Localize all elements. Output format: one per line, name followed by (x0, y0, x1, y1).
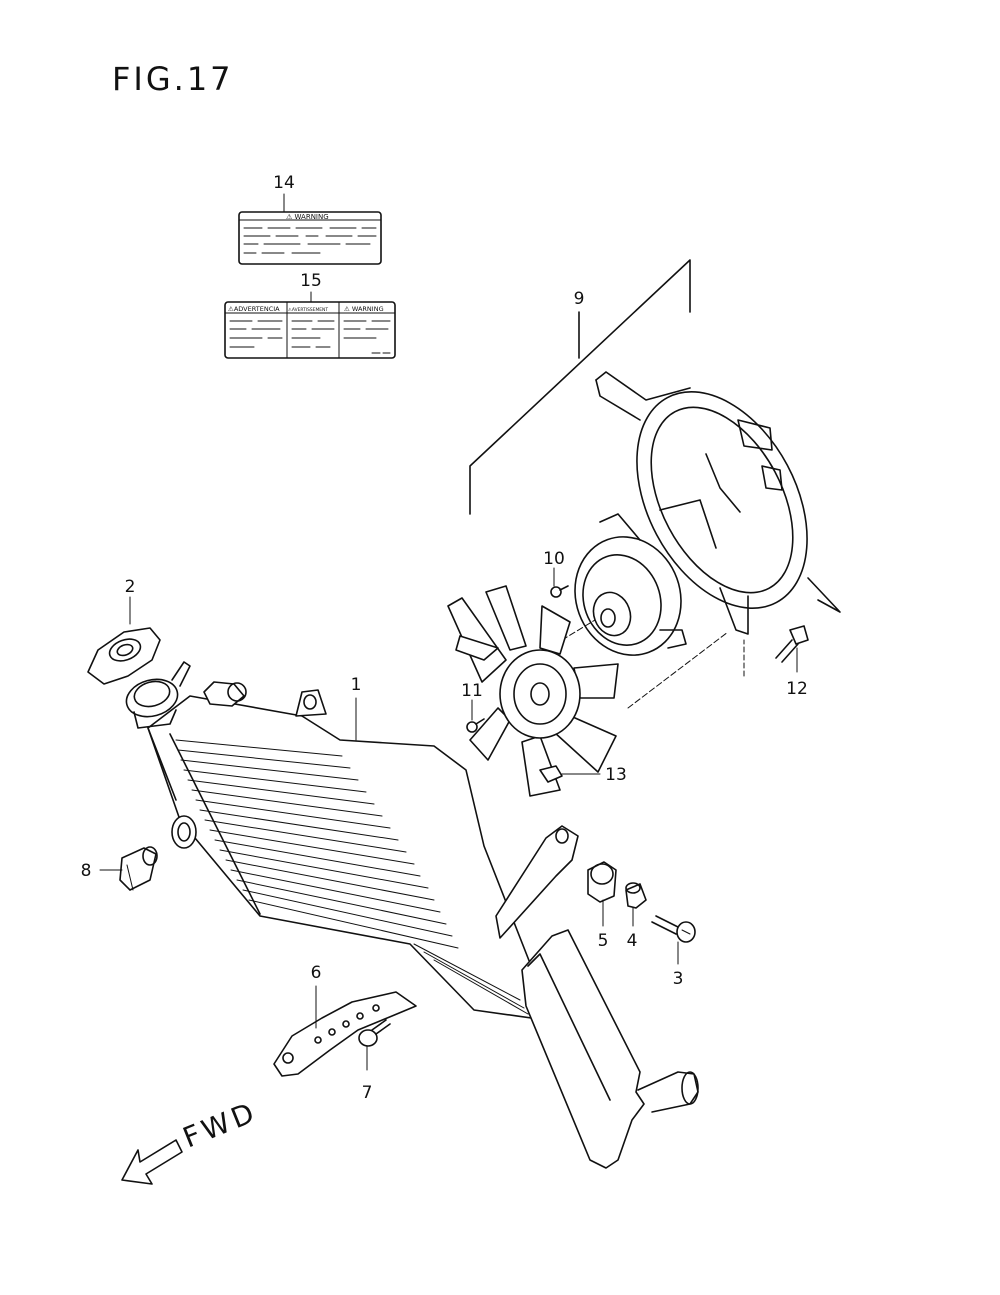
callout-12: 12 (786, 679, 808, 699)
arrow-down-left-icon (121, 1139, 183, 1185)
callout-2: 2 (125, 577, 136, 597)
callout-8: 8 (81, 861, 92, 881)
radiator-core[interactable] (147, 681, 699, 1169)
fan-assembly-bracket: 9 (469, 259, 691, 515)
radiator-fins (175, 739, 529, 1015)
radiator-cap[interactable]: 2 (87, 577, 161, 685)
clip-nut-13[interactable]: 13 (539, 765, 627, 785)
fan-shroud[interactable] (595, 363, 842, 637)
callout-11: 11 (461, 681, 483, 701)
callout-15: 15 (300, 271, 322, 291)
bolt-12[interactable]: 12 (775, 625, 809, 699)
forward-direction-indicator: FWD (121, 1095, 262, 1185)
warning-label-14-header: ⚠ WARNING (286, 213, 329, 221)
callout-3: 3 (673, 969, 684, 989)
warning-label-15-header-mid: ⚠AVERTISSEMENT (288, 307, 328, 313)
drain-plug[interactable]: 8 (81, 846, 158, 891)
bracket-6[interactable]: 6 (273, 963, 417, 1077)
screw-10[interactable]: 10 (543, 549, 569, 598)
callout-14: 14 (273, 173, 295, 193)
callout-4: 4 (627, 931, 638, 951)
callout-9: 9 (574, 289, 585, 309)
bolt-7[interactable]: 7 (358, 1019, 391, 1103)
warning-label-15-header-right: ⚠ WARNING (344, 305, 384, 313)
callout-13: 13 (605, 765, 627, 785)
callout-1: 1 (351, 675, 362, 695)
fan-motor[interactable] (559, 513, 745, 709)
callout-6: 6 (311, 963, 322, 983)
grommet-5[interactable]: 5 (587, 861, 617, 951)
fan-blade[interactable] (447, 585, 619, 797)
warning-label-15-text-lines (229, 320, 391, 354)
warning-label-14[interactable]: 14 ⚠ WARNING (238, 173, 382, 265)
callout-7: 7 (362, 1083, 373, 1103)
warning-label-15[interactable]: 15 ⚠ADVERTENCIA ⚠AVERTISSEMENT ⚠ WARNING (224, 271, 396, 359)
callout-5: 5 (598, 931, 609, 951)
filler-neck (125, 661, 191, 729)
callout-10: 10 (543, 549, 565, 569)
figure-title: FIG.17 (112, 60, 234, 98)
warning-label-14-text-lines (243, 227, 377, 254)
collar-4[interactable]: 4 (625, 882, 647, 951)
screw-11[interactable]: 11 (461, 681, 485, 733)
fwd-label: FWD (178, 1095, 262, 1155)
warning-label-15-header-left: ⚠ADVERTENCIA (228, 305, 280, 313)
bolt-3[interactable]: 3 (651, 915, 696, 989)
